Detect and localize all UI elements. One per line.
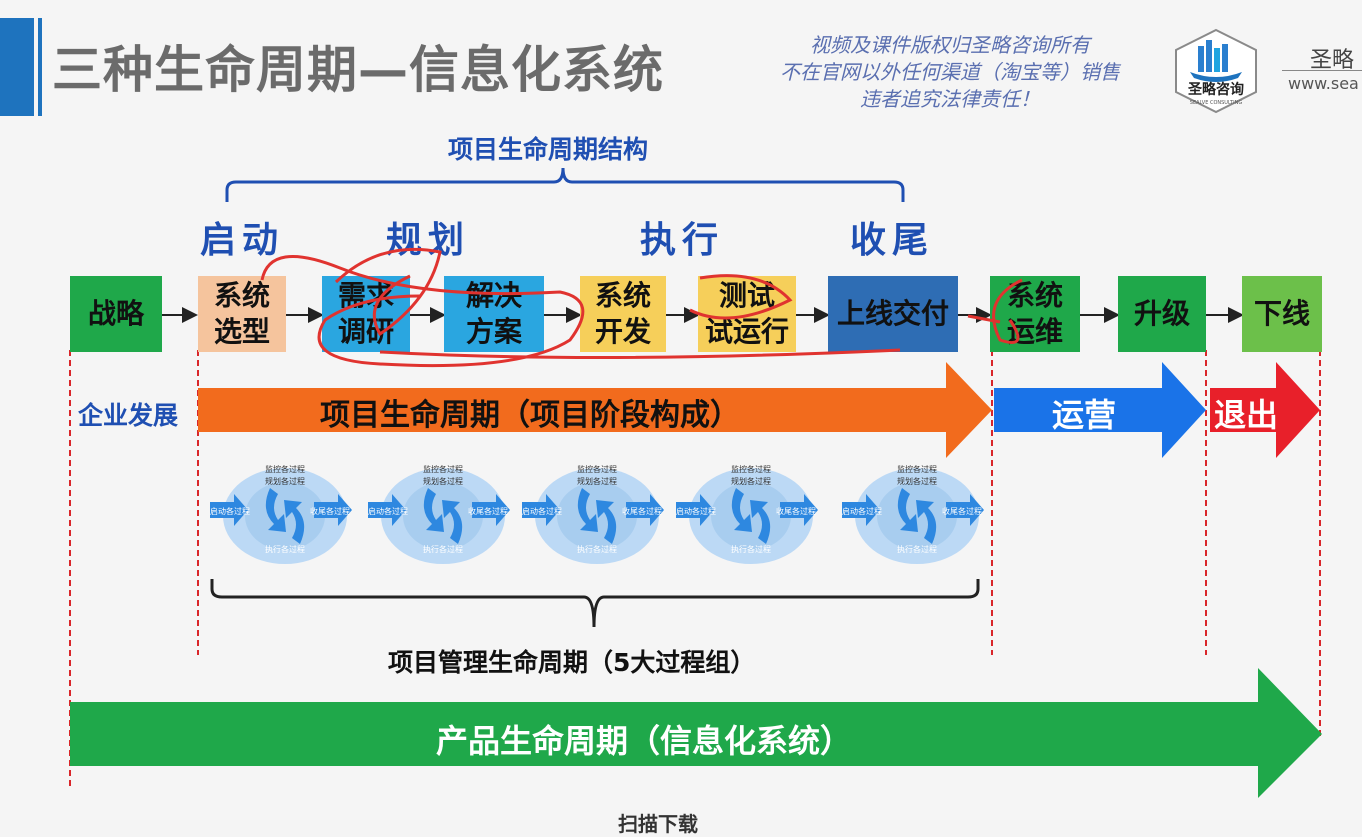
process-plan-label: 规划各过程	[731, 476, 771, 486]
hand-annotations	[260, 247, 1023, 368]
process-monitor-label: 监控各过程	[265, 464, 305, 474]
company-logo: 圣略咨询 SEALVE CONSULTING	[1175, 28, 1257, 114]
phase-initiate: 启动	[200, 220, 285, 261]
process-monitor-label: 监控各过程	[423, 464, 463, 474]
process-close-label: 收尾各过程	[942, 506, 982, 516]
process-execute-label: 执行各过程	[731, 544, 771, 554]
step-go-live-delivery: 上线交付	[828, 276, 958, 352]
step-system-development: 系统 开发	[580, 276, 666, 352]
brand-name: 圣略	[1310, 48, 1355, 73]
process-close-label: 收尾各过程	[622, 506, 662, 516]
step-connectors	[69, 307, 1321, 790]
process-close-label: 收尾各过程	[468, 506, 508, 516]
left-accent-line	[38, 18, 42, 116]
copyright-line-2: 不在官网以外任何渠道（淘宝等）销售	[780, 60, 1120, 84]
slide-title: 三种生命周期—信息化系统	[52, 41, 664, 99]
brand-url: www.sea	[1288, 74, 1359, 93]
process-close-label: 收尾各过程	[310, 506, 350, 516]
exit-arrow	[1210, 362, 1320, 458]
operation-label: 运营	[1052, 396, 1117, 434]
process-initiate-label: 启动各过程	[522, 506, 562, 516]
step-system-operation: 系统 运维	[990, 276, 1080, 352]
step-strategy: 战略	[70, 276, 162, 352]
logo-text: 圣略咨询	[1187, 81, 1244, 98]
process-monitor-label: 监控各过程	[577, 464, 617, 474]
process-execute-label: 执行各过程	[577, 544, 617, 554]
process-execute-label: 执行各过程	[897, 544, 937, 554]
slide: 三种生命周期—信息化系统 视频及课件版权归圣略咨询所有 不在官网以外任何渠道（淘…	[0, 18, 1362, 836]
process-monitor-label: 监控各过程	[897, 464, 937, 474]
process-initiate-label: 启动各过程	[676, 506, 716, 516]
step-testing-trial-run: 测试 试运行	[698, 276, 796, 352]
process-initiate-label: 启动各过程	[210, 506, 250, 516]
left-accent-bar	[0, 18, 34, 116]
process-plan-label: 规划各过程	[265, 476, 305, 486]
copyright-notice: 视频及课件版权归圣略咨询所有 不在官网以外任何渠道（淘宝等）销售 违者追究法律责…	[740, 32, 1160, 113]
process-initiate-label: 启动各过程	[368, 506, 408, 516]
process-plan-label: 规划各过程	[577, 476, 617, 486]
operation-arrow	[994, 362, 1206, 458]
copyright-line-1: 视频及课件版权归圣略咨询所有	[810, 33, 1090, 57]
structure-brace	[225, 167, 905, 202]
phase-plan: 规划	[386, 220, 471, 261]
pm-lifecycle-label: 项目管理生命周期（5大过程组）	[388, 648, 756, 677]
process-plan-label: 规划各过程	[897, 476, 937, 486]
product-lifecycle-arrow	[70, 668, 1322, 798]
brand-divider	[1282, 70, 1362, 71]
phase-close: 收尾	[850, 220, 935, 261]
exit-label: 退出	[1214, 396, 1279, 434]
enterprise-development-label: 企业发展	[78, 401, 179, 430]
pm-lifecycle-brace	[210, 579, 980, 628]
process-plan-label: 规划各过程	[423, 476, 463, 486]
step-solution: 解决 方案	[444, 276, 544, 352]
phase-execute: 执行	[640, 220, 725, 261]
step-upgrade: 升级	[1118, 276, 1206, 352]
process-initiate-label: 启动各过程	[842, 506, 882, 516]
project-lifecycle-arrow	[198, 362, 992, 458]
process-close-label: 收尾各过程	[776, 506, 816, 516]
step-system-selection: 系统 选型	[198, 276, 286, 352]
structure-title: 项目生命周期结构	[448, 135, 649, 164]
copyright-line-3: 违者追究法律责任！	[860, 87, 1040, 111]
product-lifecycle-label: 产品生命周期（信息化系统）	[436, 722, 853, 760]
bottom-cut-text: 扫描下载	[618, 812, 698, 836]
step-decommission: 下线	[1242, 276, 1322, 352]
project-lifecycle-label: 项目生命周期（项目阶段构成）	[320, 398, 740, 433]
process-monitor-label: 监控各过程	[731, 464, 771, 474]
process-execute-label: 执行各过程	[265, 544, 305, 554]
process-execute-label: 执行各过程	[423, 544, 463, 554]
logo-subtext: SEALVE CONSULTING	[1190, 100, 1243, 106]
